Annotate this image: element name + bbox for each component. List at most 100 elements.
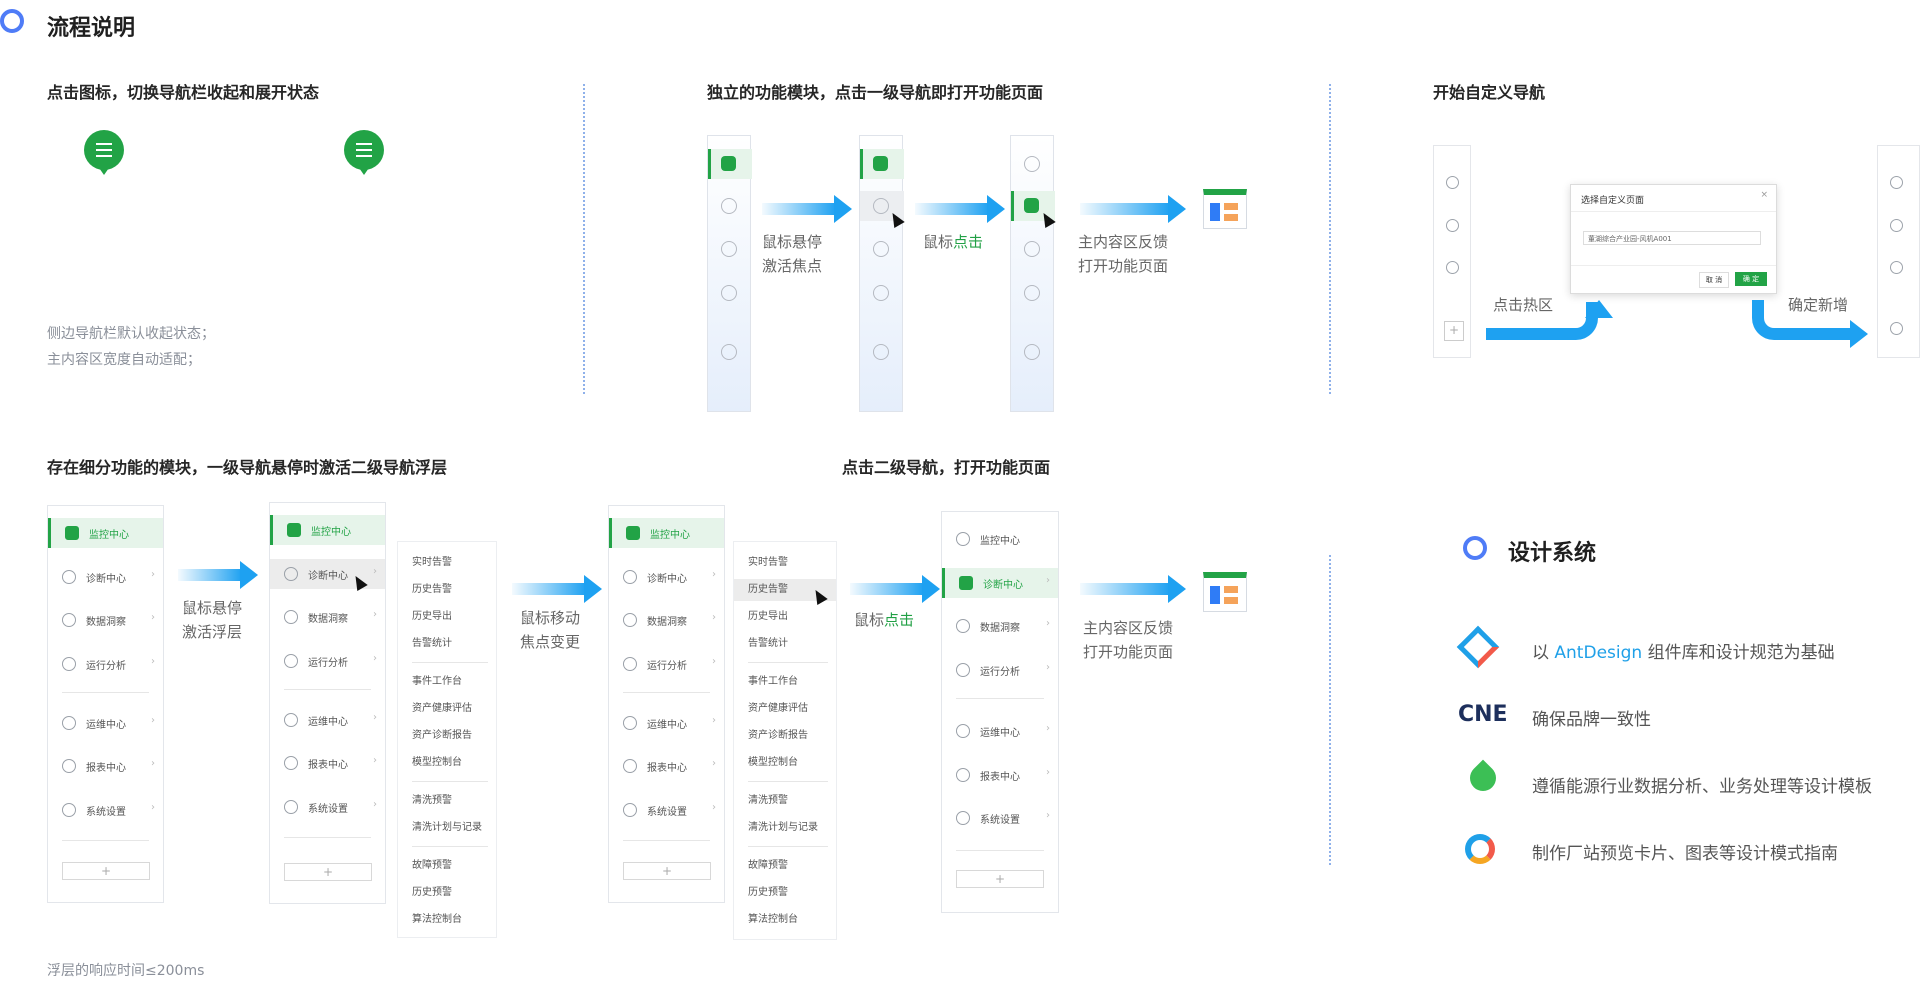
menu-item-label[interactable]: 报表中心 xyxy=(647,763,687,774)
submenu-item[interactable]: 历史告警 xyxy=(734,579,836,601)
report-icon xyxy=(62,759,76,773)
menu-item-label[interactable]: 报表中心 xyxy=(980,772,1020,783)
menu-item-label[interactable]: 运维中心 xyxy=(647,720,687,731)
menu-item-label[interactable]: 监控中心 xyxy=(89,530,129,541)
submenu-item[interactable]: 模型控制台 xyxy=(412,757,462,768)
menu-item-label[interactable]: 系统设置 xyxy=(647,807,687,818)
design-item-2: 确保品牌一致性 xyxy=(1532,710,1651,730)
submenu-item[interactable]: 历史导出 xyxy=(412,611,452,622)
submenu-item[interactable]: 资产诊断报告 xyxy=(748,730,808,741)
add-nav-button[interactable]: + xyxy=(956,870,1044,888)
data-icon xyxy=(623,613,637,627)
menu-item-label[interactable]: 系统设置 xyxy=(980,815,1020,826)
monitor-icon[interactable] xyxy=(1024,156,1040,172)
menu-item-label[interactable]: 诊断中心 xyxy=(86,574,126,585)
menu-item-label[interactable]: 运行分析 xyxy=(647,661,687,672)
data-icon[interactable] xyxy=(1024,241,1040,257)
submenu-item[interactable]: 告警统计 xyxy=(748,638,788,649)
ops-icon[interactable] xyxy=(1024,344,1040,360)
caption-highlight: 点击 xyxy=(953,233,984,251)
expand-toggle-icon[interactable] xyxy=(344,130,384,175)
submenu-item[interactable]: 资产健康评估 xyxy=(412,703,472,714)
menu-item-label[interactable]: 数据洞察 xyxy=(980,623,1020,634)
antdesign-link[interactable]: AntDesign xyxy=(1554,643,1643,663)
modal-close-icon[interactable]: × xyxy=(1760,190,1768,200)
submenu-item[interactable]: 历史预警 xyxy=(748,887,788,898)
diagnose-icon xyxy=(62,570,76,584)
custom-page-modal: 选择自定义页面 × 董湖综合产业园-风机A001 取 消 确 定 xyxy=(1570,184,1777,294)
chevron-right-icon: › xyxy=(151,715,155,726)
menu-item-label[interactable]: 诊断中心 xyxy=(308,571,348,582)
submenu-item[interactable]: 历史预警 xyxy=(412,887,452,898)
submenu-item[interactable]: 故障预警 xyxy=(748,860,788,871)
submenu-item[interactable]: 清洗计划与记录 xyxy=(412,822,482,833)
flow-arrow xyxy=(1080,195,1186,223)
submenu-item[interactable]: 资产健康评估 xyxy=(748,703,808,714)
menu-item-label[interactable]: 监控中心 xyxy=(311,527,351,538)
add-nav-button[interactable]: + xyxy=(62,862,150,880)
report-icon[interactable] xyxy=(1890,219,1903,232)
submenu-item[interactable]: 事件工作台 xyxy=(412,676,462,687)
menu-item-label[interactable]: 数据洞察 xyxy=(86,617,126,628)
modal-select[interactable]: 董湖综合产业园-风机A001 xyxy=(1583,231,1761,245)
menu-item-label[interactable]: 报表中心 xyxy=(308,760,348,771)
modal-cancel-button[interactable]: 取 消 xyxy=(1699,272,1729,288)
submenu-item[interactable]: 告警统计 xyxy=(412,638,452,649)
diagnose-icon xyxy=(959,576,973,590)
submenu-item[interactable]: 算法控制台 xyxy=(412,914,462,925)
modal-ok-button[interactable]: 确 定 xyxy=(1735,272,1767,286)
submenu-item[interactable]: 清洗预警 xyxy=(748,795,788,806)
ops-icon[interactable] xyxy=(1446,176,1459,189)
menu-item-label[interactable]: 运维中心 xyxy=(980,728,1020,739)
menu-item-label[interactable]: 系统设置 xyxy=(308,804,348,815)
menu-item-label[interactable]: 监控中心 xyxy=(980,536,1020,547)
menu-item-label[interactable]: 运维中心 xyxy=(308,717,348,728)
eye-icon[interactable] xyxy=(1890,322,1903,335)
diagnose-icon xyxy=(1024,198,1039,213)
settings-icon xyxy=(956,811,970,825)
menu-item-label[interactable]: 报表中心 xyxy=(86,763,126,774)
data-icon[interactable] xyxy=(721,241,737,257)
ops-icon[interactable] xyxy=(1890,176,1903,189)
menu-item-label[interactable]: 数据洞察 xyxy=(308,614,348,625)
antdesign-logo-icon xyxy=(1456,625,1500,669)
report-icon[interactable] xyxy=(1446,219,1459,232)
analysis-icon[interactable] xyxy=(721,285,737,301)
collapse-toggle-icon[interactable] xyxy=(84,130,124,175)
menu-item-label[interactable]: 运行分析 xyxy=(308,658,348,669)
menu-item-label[interactable]: 数据洞察 xyxy=(647,617,687,628)
submenu-item[interactable]: 模型控制台 xyxy=(748,757,798,768)
menu-item-label[interactable]: 诊断中心 xyxy=(647,574,687,585)
add-nav-button[interactable]: + xyxy=(284,863,372,881)
menu-item-label[interactable]: 运行分析 xyxy=(980,667,1020,678)
ops-icon[interactable] xyxy=(873,344,889,360)
design-item-4: 制作厂站预览卡片、图表等设计模式指南 xyxy=(1532,844,1838,864)
menu-item-label[interactable]: 系统设置 xyxy=(86,807,126,818)
settings-icon[interactable] xyxy=(1890,261,1903,274)
menu-item-label[interactable]: 诊断中心 xyxy=(983,580,1023,591)
diagnose-icon[interactable] xyxy=(873,198,889,214)
submenu-item[interactable]: 事件工作台 xyxy=(748,676,798,687)
submenu-item[interactable]: 实时告警 xyxy=(748,557,788,568)
submenu-item[interactable]: 故障预警 xyxy=(412,860,452,871)
submenu-item[interactable]: 实时告警 xyxy=(412,557,452,568)
menu-item-label[interactable]: 运行分析 xyxy=(86,661,126,672)
settings-icon[interactable] xyxy=(1446,261,1459,274)
menu-item-label[interactable]: 运维中心 xyxy=(86,720,126,731)
submenu-item[interactable]: 算法控制台 xyxy=(748,914,798,925)
analysis-icon[interactable] xyxy=(1024,285,1040,301)
submenu-item[interactable]: 清洗计划与记录 xyxy=(748,822,818,833)
submenu-item[interactable]: 清洗预警 xyxy=(412,795,452,806)
submenu-item[interactable]: 历史告警 xyxy=(412,584,452,595)
add-hotspot[interactable]: + xyxy=(1444,321,1464,341)
toggle-note: 侧边导航栏默认收起状态； 主内容区宽度自动适配； xyxy=(47,321,215,373)
ops-icon[interactable] xyxy=(721,344,737,360)
submenu-item[interactable]: 历史导出 xyxy=(748,611,788,622)
submenu-item[interactable]: 资产诊断报告 xyxy=(412,730,472,741)
data-icon[interactable] xyxy=(873,241,889,257)
caption-highlight: 点击 xyxy=(884,611,915,629)
add-nav-button[interactable]: + xyxy=(623,862,711,880)
analysis-icon[interactable] xyxy=(873,285,889,301)
menu-item-label[interactable]: 监控中心 xyxy=(650,530,690,541)
diagnose-icon[interactable] xyxy=(721,198,737,214)
